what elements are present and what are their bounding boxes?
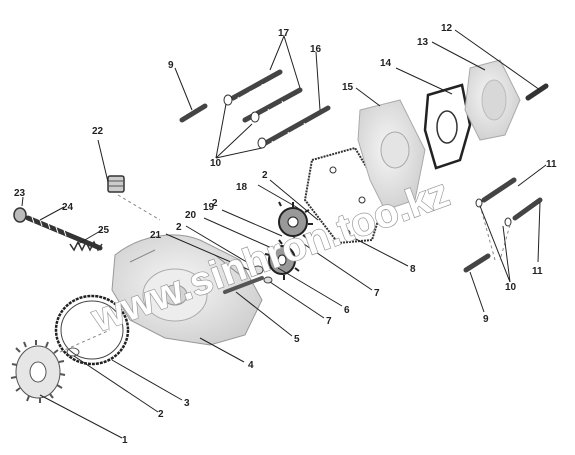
callout-13: 13	[417, 37, 429, 48]
callout-7: 7	[374, 288, 380, 299]
callout-22: 22	[92, 126, 104, 137]
callout-2: 2	[176, 222, 182, 233]
callout-21: 21	[150, 230, 162, 241]
nut-part-23	[13, 207, 27, 223]
callout-12: 12	[441, 23, 453, 34]
gear-part	[10, 340, 66, 403]
callout-10: 10	[210, 158, 222, 169]
callout-11: 11	[546, 159, 557, 170]
callout-labels: 1 2 2 2 2 3 4 5 6 7 7 8 9 9 10 10 11 11 …	[14, 23, 557, 446]
cap-nut-part	[107, 175, 125, 193]
callout-9: 9	[483, 314, 489, 325]
callout-5: 5	[294, 334, 300, 345]
callout-20: 20	[185, 210, 197, 221]
end-cap-part	[464, 59, 521, 141]
callout-24: 24	[62, 202, 74, 213]
callout-3: 3	[184, 398, 190, 409]
callout-2: 2	[212, 198, 218, 209]
callout-6: 6	[344, 305, 350, 316]
washers-part-10-top	[223, 94, 267, 149]
callout-14: 14	[380, 58, 392, 69]
spring-part-25	[69, 240, 103, 252]
callout-23: 23	[14, 188, 26, 199]
callout-10: 10	[505, 282, 517, 293]
callout-11: 11	[532, 266, 543, 277]
bolts-part-11	[475, 177, 543, 227]
parts-drawing	[10, 59, 549, 403]
callout-18: 18	[236, 182, 248, 193]
callout-2: 2	[158, 409, 164, 420]
callout-4: 4	[248, 360, 254, 371]
callout-19: 19	[203, 202, 215, 213]
callout-15: 15	[342, 82, 354, 93]
gasket-part	[54, 294, 130, 366]
screw-part-9-top	[179, 103, 208, 123]
callout-2: 2	[262, 170, 268, 181]
callout-16: 16	[310, 44, 322, 55]
flange-gasket-part	[423, 83, 472, 170]
callout-8: 8	[410, 264, 416, 275]
callout-1: 1	[122, 435, 128, 446]
shaft-part	[223, 265, 273, 294]
leader-lines	[21, 29, 547, 439]
bolts-part-16-17	[230, 69, 331, 148]
cover-gasket-part	[303, 146, 387, 245]
callout-7: 7	[326, 316, 332, 327]
screw-part-12	[525, 83, 549, 101]
callout-17: 17	[278, 28, 290, 39]
callout-9: 9	[168, 60, 174, 71]
callout-25: 25	[98, 225, 110, 236]
bolt-part-24	[25, 215, 103, 251]
pump-housing-part	[111, 234, 263, 346]
gear-pair-part	[264, 201, 313, 280]
screw-part-9-right	[463, 253, 491, 273]
cover-housing-part	[357, 99, 426, 211]
